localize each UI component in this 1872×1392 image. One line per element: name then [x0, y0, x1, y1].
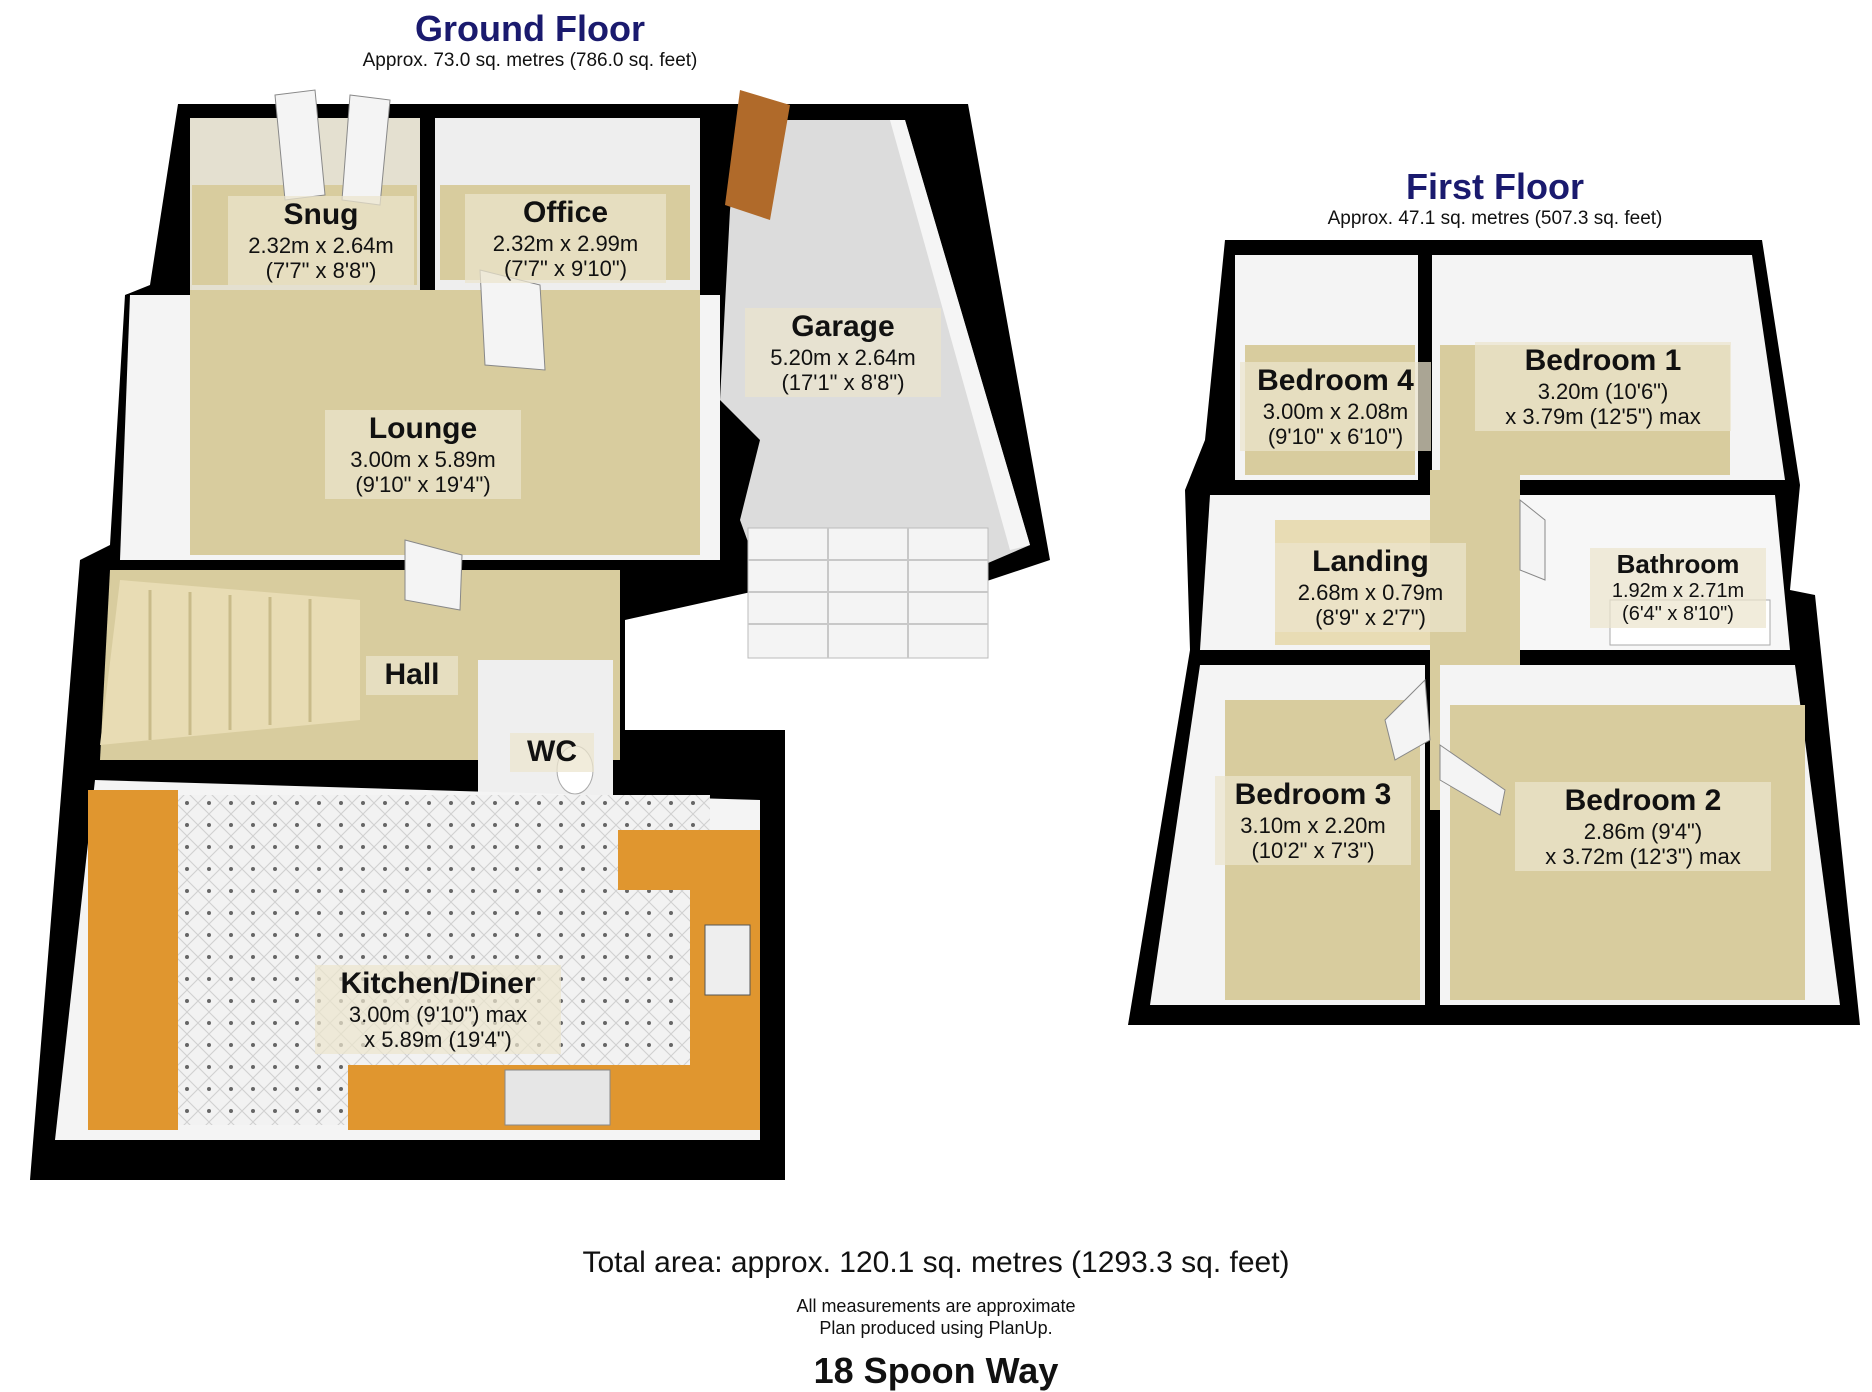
room-dimensions: 3.00m x 2.08m	[1262, 398, 1409, 424]
room-label-garage: Garage 5.20m x 2.64m (17'1" x 8'8")	[745, 308, 941, 398]
room-label-bedroom4: Bedroom 4 3.00m x 2.08m (9'10" x 6'10")	[1240, 362, 1431, 452]
room-label-bedroom3: Bedroom 3 3.10m x 2.20m (10'2" x 7'3")	[1215, 776, 1411, 866]
room-dimensions: 2.32m x 2.99m	[492, 230, 639, 256]
total-area: Total area: approx. 120.1 sq. metres (12…	[582, 1246, 1290, 1279]
snug-patio-door-left	[274, 89, 326, 201]
room-dimensions-imperial: x 5.89m (19'4")	[364, 1026, 512, 1052]
room-dimensions-imperial: (6'4" x 8'10")	[1622, 602, 1734, 625]
room-name: WC	[527, 735, 577, 768]
room-name: Landing	[1312, 545, 1429, 578]
room-dimensions-imperial: (8'9" x 2'7")	[1315, 604, 1426, 630]
plan-credit: Plan produced using PlanUp.	[819, 1318, 1053, 1338]
bathroom-door	[1519, 498, 1546, 581]
room-dimensions: 3.10m x 2.20m	[1240, 812, 1386, 838]
room-dimensions: 2.68m x 0.79m	[1297, 579, 1444, 605]
room-name: Office	[522, 196, 609, 229]
room-name: Bedroom 3	[1234, 778, 1392, 811]
room-label-lounge: Lounge 3.00m x 5.89m (9'10" x 19'4")	[325, 410, 521, 500]
room-name: Lounge	[368, 412, 478, 445]
room-dimensions-imperial: (17'1" x 8'8")	[781, 369, 905, 395]
room-name: Bedroom 1	[1524, 344, 1682, 377]
room-name: Kitchen/Diner	[340, 967, 536, 1000]
first-floor-area: Approx. 47.1 sq. metres (507.3 sq. feet)	[1327, 208, 1663, 229]
room-dimensions: 3.00m x 5.89m	[350, 446, 496, 472]
ground-floor-title: Ground Floor	[415, 8, 645, 49]
measurement-note: All measurements are approximate	[796, 1296, 1076, 1316]
property-address: 18 Spoon Way	[813, 1350, 1059, 1391]
front-door	[725, 90, 790, 220]
room-label-landing: Landing 2.68m x 0.79m (8'9" x 2'7")	[1275, 543, 1466, 633]
worktop-left	[88, 790, 178, 1130]
room-label-hall: Hall	[366, 656, 458, 695]
room-dimensions-imperial: (10'2" x 7'3")	[1251, 837, 1375, 863]
room-dimensions: 3.00m (9'10") max	[348, 1001, 528, 1027]
room-dimensions: 2.86m (9'4")	[1583, 818, 1703, 844]
lounge-door	[404, 539, 463, 611]
room-dimensions: 5.20m x 2.64m	[770, 344, 916, 370]
room-label-office: Office 2.32m x 2.99m (7'7" x 9'10")	[465, 194, 666, 284]
room-dimensions-imperial: (9'10" x 19'4")	[355, 471, 491, 497]
room-dimensions-imperial: (9'10" x 6'10")	[1267, 423, 1404, 449]
room-label-bedroom1: Bedroom 1 3.20m (10'6") x 3.79m (12'5") …	[1475, 342, 1731, 432]
office-door	[479, 269, 546, 371]
room-name: Bedroom 4	[1257, 364, 1414, 397]
bedroom3-door	[1384, 678, 1431, 761]
room-label-bedroom2: Bedroom 2 2.86m (9'4") x 3.72m (12'3") m…	[1515, 782, 1771, 872]
sink	[504, 1069, 611, 1126]
room-dimensions: 2.32m x 2.64m	[248, 232, 394, 258]
room-dimensions-imperial: x 3.72m (12'3") max	[1545, 843, 1741, 869]
room-label-kitchen: Kitchen/Diner 3.00m (9'10") max x 5.89m …	[315, 965, 561, 1055]
garage-wall-face	[890, 120, 1030, 550]
room-name: Bedroom 2	[1564, 784, 1722, 817]
hob	[704, 924, 751, 996]
first-floor-title: First Floor	[1406, 166, 1584, 207]
room-label-bathroom: Bathroom 1.92m x 2.71m (6'4" x 8'10")	[1590, 548, 1766, 628]
room-dimensions-imperial: (7'7" x 9'10")	[503, 255, 628, 281]
room-label-wc: WC	[510, 733, 594, 772]
room-dimensions-imperial: x 3.79m (12'5") max	[1505, 403, 1701, 429]
room-name: Bathroom	[1616, 549, 1740, 579]
room-label-snug: Snug 2.32m x 2.64m (7'7" x 8'8")	[228, 196, 414, 286]
room-name: Snug	[283, 198, 359, 231]
room-name: Hall	[384, 658, 440, 691]
room-dimensions: 1.92m x 2.71m	[1611, 579, 1745, 602]
room-dimensions-imperial: (7'7" x 8'8")	[265, 257, 377, 283]
bedroom2-door	[1439, 744, 1506, 816]
ground-floor-area: Approx. 73.0 sq. metres (786.0 sq. feet)	[362, 50, 698, 71]
room-dimensions: 3.20m (10'6")	[1537, 378, 1669, 404]
room-name: Garage	[791, 310, 895, 343]
